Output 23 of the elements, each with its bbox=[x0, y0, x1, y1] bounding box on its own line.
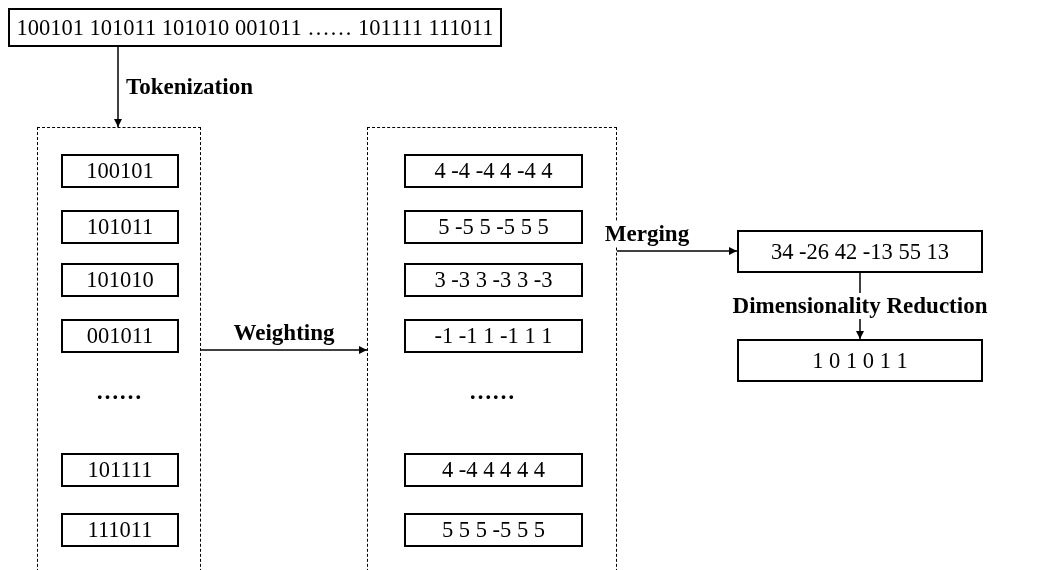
value-box: 5 5 5 -5 5 5 bbox=[404, 513, 583, 547]
arrow bbox=[114, 46, 122, 128]
value-box: -1 -1 1 -1 1 1 bbox=[404, 319, 583, 353]
edge-label: Merging bbox=[602, 221, 692, 247]
value-box: 3 -3 3 -3 3 -3 bbox=[404, 263, 583, 297]
value-box: 101111 bbox=[61, 453, 179, 487]
value-box: 100101 bbox=[61, 154, 179, 188]
value-box: 101010 bbox=[61, 263, 179, 297]
value-box: 4 -4 4 4 4 4 bbox=[404, 453, 583, 487]
value-box: 5 -5 5 -5 5 5 bbox=[404, 210, 583, 244]
ellipsis-text: …… bbox=[96, 378, 142, 405]
value-box: 111011 bbox=[61, 513, 179, 547]
value-box: 1 0 1 0 1 1 bbox=[737, 339, 983, 382]
arrow bbox=[616, 247, 738, 255]
value-box: 001011 bbox=[61, 319, 179, 353]
value-box: 4 -4 -4 4 -4 4 bbox=[404, 154, 583, 188]
edge-label: Dimensionality Reduction bbox=[730, 293, 990, 319]
value-box: 100101 101011 101010 001011 …… 101111 111011 bbox=[8, 8, 502, 47]
value-box: 101011 bbox=[61, 210, 179, 244]
value-box: 34 -26 42 -13 55 13 bbox=[737, 230, 983, 273]
arrow bbox=[200, 346, 368, 354]
ellipsis-text: …… bbox=[469, 378, 515, 405]
dashed-group-box bbox=[37, 127, 201, 570]
